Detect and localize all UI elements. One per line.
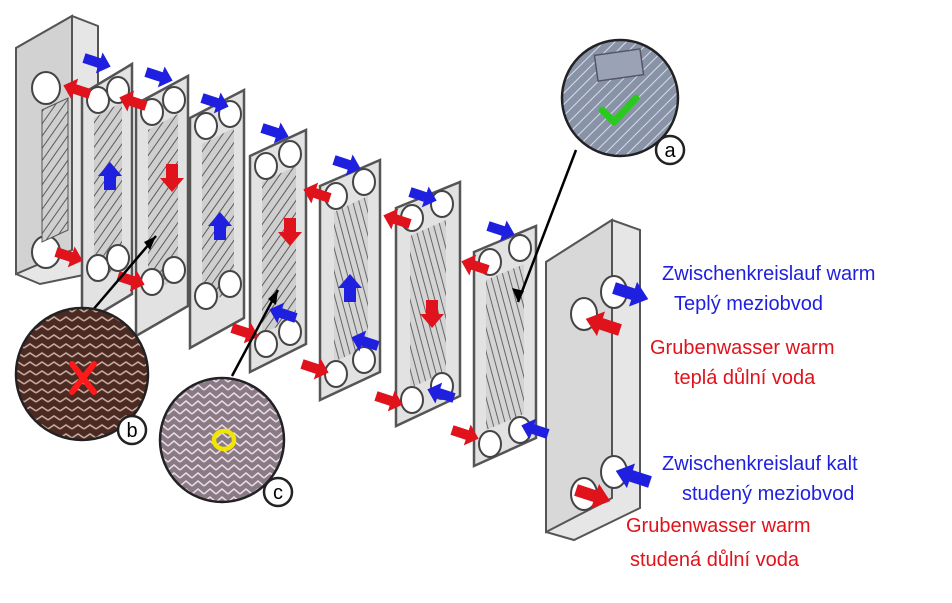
callout-label-a: a xyxy=(664,140,676,162)
label-mine-cold-de: Grubenwasser warm xyxy=(626,515,811,537)
label-circuit-warm-cz: Teplý meziobvod xyxy=(674,293,823,315)
pressure-plate xyxy=(545,218,641,542)
callout-pointers xyxy=(85,149,578,377)
label-mine-warm-de: Grubenwasser warm xyxy=(650,337,835,359)
detail-callout-a: a xyxy=(560,38,686,166)
label-mine-cold-cz: studená důlní voda xyxy=(630,549,800,571)
callout-label-c: c xyxy=(273,482,283,504)
mine-water-flow-arrows xyxy=(54,78,622,509)
callout-label-b: b xyxy=(126,420,137,442)
check-mark-icon xyxy=(598,94,640,126)
neutral-mark-icon xyxy=(211,428,237,452)
plate-7 xyxy=(472,224,538,468)
detail-callout-b: b xyxy=(14,306,150,446)
plate-4 xyxy=(248,128,308,375)
detail-callout-c: c xyxy=(158,376,294,508)
cross-mark-icon xyxy=(69,361,97,395)
label-circuit-warm-de: Zwischenkreislauf warm xyxy=(662,263,876,285)
circuit-flow-arrows xyxy=(82,52,652,489)
fixed-end-plate xyxy=(15,14,99,286)
label-circuit-cold-cz: studený meziobvod xyxy=(682,483,855,505)
label-circuit-cold-de: Zwischenkreislauf kalt xyxy=(662,453,858,475)
plate-2 xyxy=(134,73,190,339)
label-mine-warm-cz: teplá důlní voda xyxy=(674,367,816,389)
